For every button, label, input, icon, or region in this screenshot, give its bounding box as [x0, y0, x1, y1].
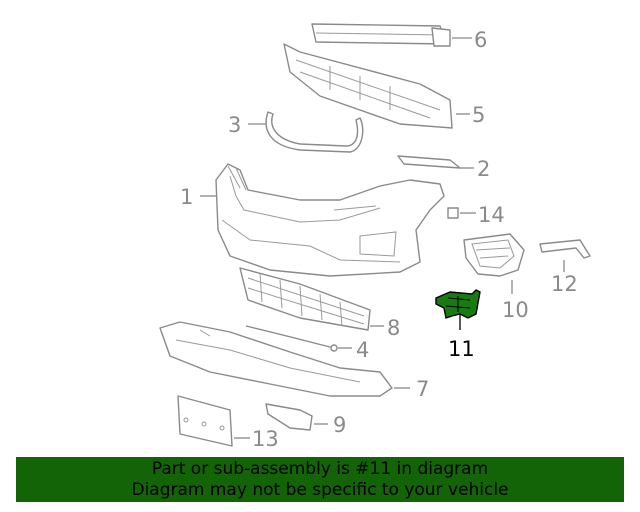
part-13-license-bracket[interactable] — [177, 395, 233, 447]
part-7-air-deflector[interactable] — [159, 321, 393, 397]
part-6-reinforcement-bar[interactable] — [311, 23, 451, 47]
callout-9: 9 — [333, 413, 346, 437]
callout-7: 7 — [416, 377, 429, 401]
leader-lines — [200, 37, 565, 439]
callout-6: 6 — [474, 28, 487, 52]
callout-4: 4 — [356, 338, 369, 362]
part-1-front-fascia[interactable] — [215, 163, 445, 277]
part-3-molding[interactable] — [265, 111, 364, 153]
banner-line-part: Part or sub-assembly is #11 in diagram — [151, 459, 489, 479]
part-10-grille-insert[interactable] — [463, 233, 525, 277]
callout-12: 12 — [551, 272, 578, 296]
part-12-molding-strip[interactable] — [539, 239, 591, 259]
banner-line-disclaimer: Diagram may not be specific to your vehi… — [131, 480, 509, 500]
part-8-lower-grille[interactable] — [239, 267, 371, 331]
callout-2: 2 — [477, 157, 490, 181]
callout-3: 3 — [228, 113, 241, 137]
part-14-clip[interactable] — [447, 207, 459, 219]
callout-1: 1 — [180, 185, 193, 209]
part-9-bracket[interactable] — [265, 403, 313, 431]
callout-13: 13 — [252, 427, 279, 451]
callout-8: 8 — [387, 316, 400, 340]
callout-5: 5 — [472, 103, 485, 127]
info-banner: Part or sub-assembly is #11 in diagram D… — [16, 457, 624, 502]
part-5-energy-absorber[interactable] — [283, 43, 453, 129]
callout-14: 14 — [478, 203, 505, 227]
part-4-seal[interactable] — [245, 325, 335, 349]
callout-11: 11 — [448, 337, 475, 361]
callout-10: 10 — [502, 298, 529, 322]
part-11-highlighted[interactable] — [435, 289, 481, 319]
part-2-bracket[interactable] — [397, 155, 461, 169]
